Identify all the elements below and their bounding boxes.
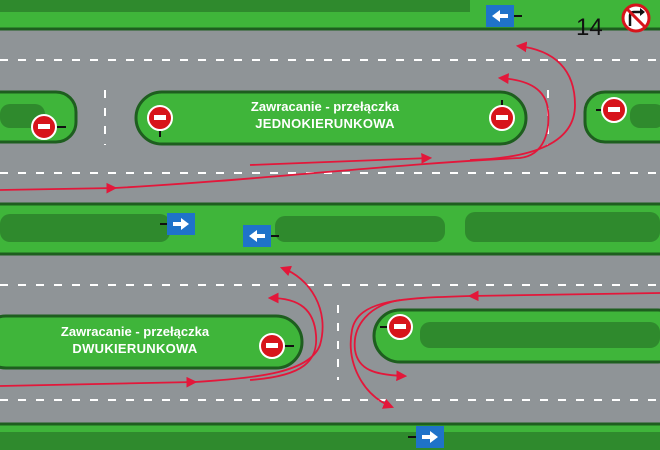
no-entry-sign (380, 314, 413, 340)
route-paths-upper (0, 41, 576, 194)
no-entry-sign (489, 100, 515, 131)
arrow-right-sign (160, 213, 195, 235)
hedge (0, 214, 170, 242)
lane-markings (0, 59, 660, 401)
route-paths-lower (0, 265, 660, 409)
no-right-turn-sign (621, 3, 651, 33)
one-way-switch-label: Zawracanie - przełączka JEDNOKIERUNKOWA (190, 98, 460, 132)
hedge (420, 322, 660, 348)
top-hedge (0, 0, 470, 12)
label-line-1: Zawracanie - przełączka (250, 99, 400, 114)
left-island-lower (0, 314, 304, 370)
center-island-upper (134, 90, 528, 146)
hedge (630, 104, 660, 128)
no-entry-sign (147, 105, 173, 137)
two-way-switch-label: Zawracanie - przełączka DWUKIERUNKOWA (20, 323, 250, 357)
label-line-2: DWUKIERUNKOWA (72, 341, 198, 356)
label-line-2: JEDNOKIERUNKOWA (255, 116, 395, 131)
arrow-left-sign (486, 5, 522, 27)
label-line-1: Zawracanie - przełączka (60, 324, 210, 339)
hedge (275, 216, 445, 242)
arrow-right-sign (408, 426, 444, 448)
page-number: 14 (576, 14, 603, 41)
hedge (465, 212, 660, 242)
arrow-left-sign (243, 225, 279, 247)
no-entry-sign (259, 333, 294, 359)
no-entry-sign (31, 114, 66, 140)
no-entry-sign (596, 97, 627, 123)
hedge (0, 432, 660, 450)
